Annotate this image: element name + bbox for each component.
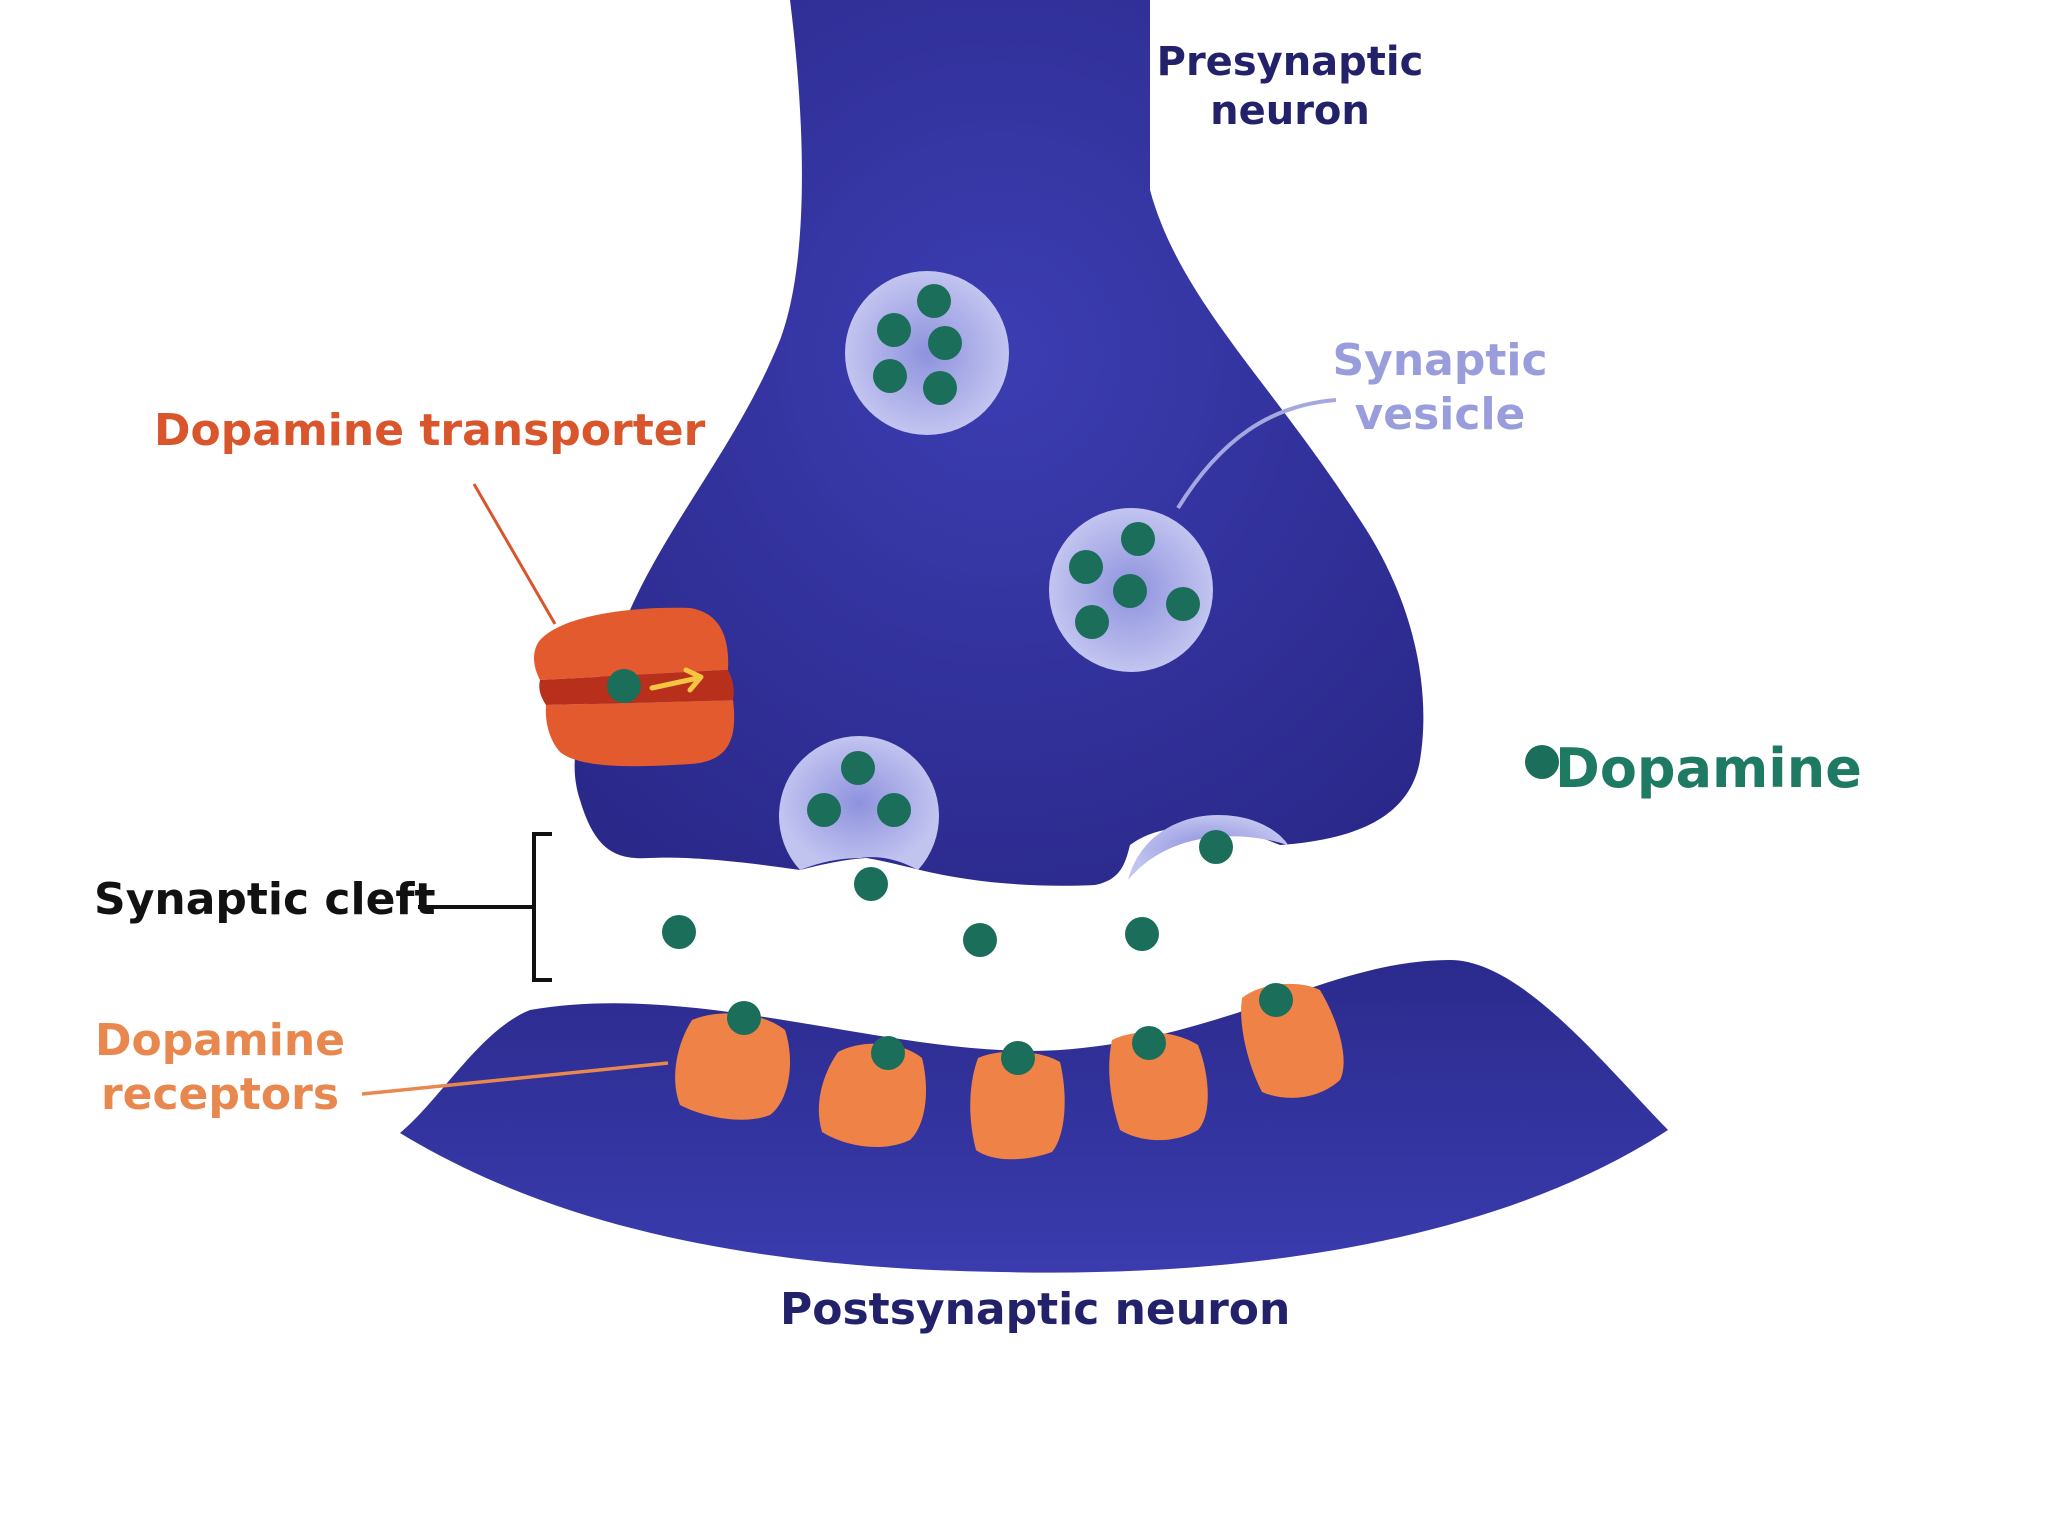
synaptic-cleft-label: Synaptic cleft	[94, 873, 436, 927]
presynaptic-neuron-label: Presynaptic neuron	[1150, 38, 1430, 136]
dopamine-receptors-label: Dopamine receptors	[80, 1014, 360, 1121]
synaptic-vesicle-fusing	[1128, 815, 1288, 880]
dopamine-molecule	[928, 326, 962, 360]
transporter-arrow-icon	[649, 675, 701, 691]
dopamine-molecule	[1132, 1026, 1166, 1060]
transporter-dopamine-molecule	[607, 669, 641, 703]
dopamine-molecule	[917, 284, 951, 318]
dopamine-molecule	[871, 1036, 905, 1070]
dopamine-legend-dot	[1525, 745, 1559, 779]
dopamine-molecule	[1166, 587, 1200, 621]
dopamine-molecule	[1069, 550, 1103, 584]
dopamine-molecule	[807, 793, 841, 827]
synaptic-vesicle-fusing	[779, 735, 939, 870]
dopamine-receptor	[675, 1013, 790, 1120]
dopamine-molecule	[1121, 522, 1155, 556]
dopamine-molecule	[841, 751, 875, 785]
dopamine-molecule	[1113, 574, 1147, 608]
dopamine-legend-text: Dopamine	[1555, 737, 1862, 800]
dopamine-molecule	[877, 313, 911, 347]
dopamine-molecule	[963, 923, 997, 957]
dopamine-receptor	[818, 1043, 926, 1147]
postsynaptic-neuron-text: Postsynaptic neuron	[780, 1284, 1291, 1335]
synaptic-cleft-text: Synaptic cleft	[94, 874, 436, 925]
dopamine-molecule	[1125, 917, 1159, 951]
dopamine-receptors-text: Dopamine receptors	[94, 1015, 346, 1120]
dopamine-molecule	[873, 359, 907, 393]
dopamine-molecule	[662, 915, 696, 949]
vesicle-leader-line	[1176, 398, 1337, 510]
transporter-leader-line	[472, 483, 557, 625]
presynaptic-neuron-text: Presynaptic neuron	[1156, 39, 1424, 134]
dopamine-molecule	[727, 1001, 761, 1035]
transporter-top-half	[534, 607, 729, 680]
receptors-leader-line	[361, 1061, 669, 1096]
dopamine-molecule	[854, 867, 888, 901]
dopamine-molecule	[877, 793, 911, 827]
dopamine-molecule	[923, 371, 957, 405]
dopamine-molecule	[1075, 605, 1109, 639]
transporter-bottom-half	[545, 700, 735, 767]
dopamine-receptor	[1109, 1032, 1208, 1141]
dopamine-receptor	[970, 1051, 1065, 1160]
dopamine-molecules	[662, 284, 1293, 1075]
transporter-arrowhead	[683, 667, 704, 693]
dopamine-transporter-text: Dopamine transporter	[154, 405, 706, 456]
presynaptic-neuron-body	[574, 0, 1424, 886]
dopamine-molecule	[1199, 830, 1233, 864]
dopamine-molecule	[1001, 1041, 1035, 1075]
synaptic-vesicle-label: Synaptic vesicle	[1300, 334, 1580, 441]
synaptic-vesicle-text: Synaptic vesicle	[1332, 335, 1548, 440]
dopamine-receptors	[675, 983, 1344, 1160]
cleft-bracket	[532, 832, 552, 982]
dopamine-transporter	[534, 607, 735, 767]
dopamine-molecule	[1259, 983, 1293, 1017]
synaptic-vesicle	[845, 271, 1009, 435]
dopamine-legend-label: Dopamine	[1555, 736, 1862, 802]
dopamine-transporter-label: Dopamine transporter	[154, 404, 705, 458]
postsynaptic-neuron-label: Postsynaptic neuron	[780, 1283, 1290, 1337]
